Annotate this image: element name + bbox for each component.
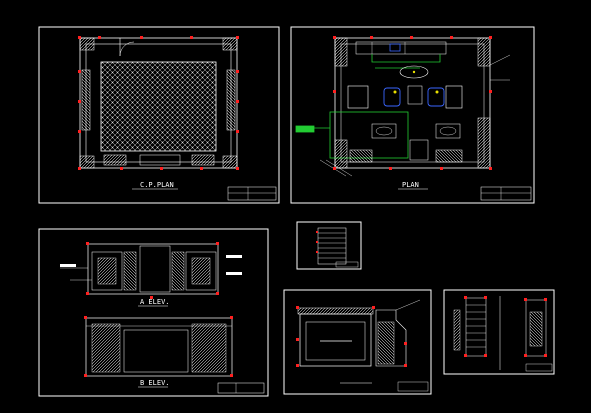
outlet-markers bbox=[393, 70, 439, 94]
dimension-markers bbox=[78, 36, 239, 170]
sheet-detail-sections[interactable] bbox=[443, 289, 555, 375]
elevation-b-title: B ELEV. bbox=[140, 379, 170, 387]
title-block bbox=[227, 186, 277, 201]
sheet-elevations[interactable]: A ELEV. B ELEV. bbox=[38, 228, 269, 397]
sheet-ceiling-plan[interactable]: C.P.PLAN bbox=[38, 26, 280, 204]
sheet-detail-list[interactable] bbox=[296, 221, 362, 270]
sheet-floor-plan[interactable]: PLAN bbox=[290, 26, 535, 204]
elevation-a-title: A ELEV. bbox=[140, 298, 170, 306]
plan-title: PLAN bbox=[402, 181, 419, 189]
ceiling-title: C.P.PLAN bbox=[140, 181, 174, 189]
ceiling-pattern-field bbox=[100, 61, 217, 152]
sheet-section[interactable] bbox=[283, 289, 432, 395]
